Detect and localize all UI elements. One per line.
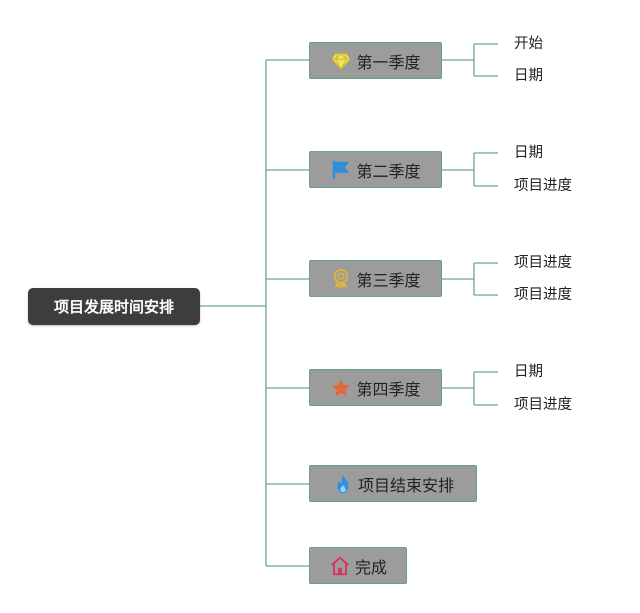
root-node-label: 项目发展时间安排 — [53, 298, 174, 316]
leaf-q3-progress-2[interactable]: 项目进度 — [514, 287, 572, 303]
node-project-end[interactable]: 项目结束安排 — [309, 465, 477, 502]
award-medal-icon — [330, 268, 352, 290]
node-q4[interactable]: 第四季度 — [309, 369, 442, 406]
node-q3-label: 第三季度 — [356, 270, 421, 290]
node-q4-label: 第四季度 — [356, 379, 421, 399]
node-q2[interactable]: 第二季度 — [309, 151, 442, 188]
node-q3[interactable]: 第三季度 — [309, 260, 442, 297]
leaf-q4-date[interactable]: 日期 — [514, 364, 543, 380]
leaf-q3-progress-1[interactable]: 项目进度 — [514, 255, 572, 271]
home-icon — [329, 555, 351, 577]
leaf-q1-date[interactable]: 日期 — [514, 68, 543, 84]
node-q2-label: 第二季度 — [356, 161, 421, 181]
root-node[interactable]: 项目发展时间安排 — [28, 288, 200, 325]
leaf-q1-start[interactable]: 开始 — [514, 36, 543, 52]
leaf-q4-progress[interactable]: 项目进度 — [514, 397, 572, 413]
node-q1[interactable]: 第一季度 — [309, 42, 442, 79]
leaf-q2-date[interactable]: 日期 — [514, 145, 543, 161]
node-q1-label: 第一季度 — [356, 52, 421, 72]
diamond-icon — [330, 50, 352, 72]
node-project-end-label: 项目结束安排 — [357, 475, 454, 495]
leaf-q2-progress[interactable]: 项目进度 — [514, 178, 572, 194]
node-done[interactable]: 完成 — [309, 547, 407, 584]
flame-icon — [332, 473, 354, 495]
node-done-label: 完成 — [354, 557, 387, 577]
flag-icon — [330, 159, 352, 181]
star-icon — [330, 377, 352, 399]
